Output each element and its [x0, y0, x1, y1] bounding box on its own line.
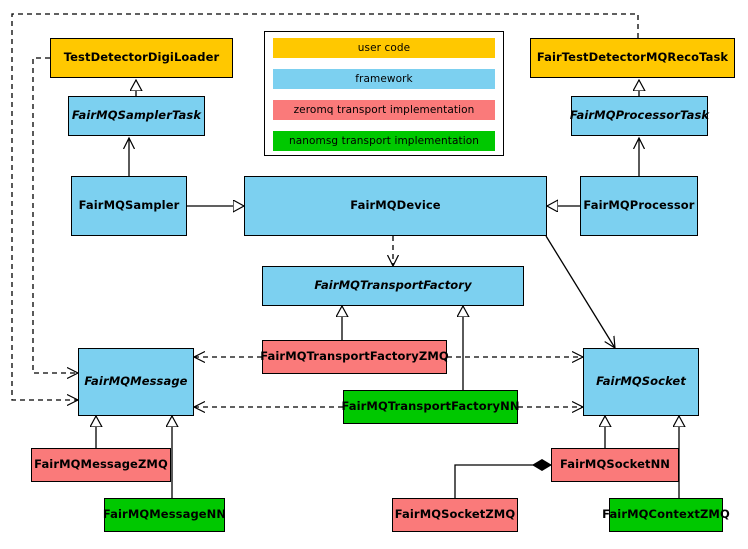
class-box-fairmqcontextzmq[interactable]: FairMQSocketZMQ [392, 498, 518, 532]
class-box-fairtestdetectormqrecotask[interactable]: FairTestDetectorMQRecoTask [530, 38, 735, 78]
legend-label-nanomsg: nanomsg transport implementation [288, 135, 480, 147]
class-label-fairtestdetectormqrecotask: FairTestDetectorMQRecoTask [536, 50, 729, 65]
edge-device-socket [545, 235, 615, 348]
class-box-fairmqsocketzmq[interactable]: FairMQSocketNN [551, 448, 679, 482]
class-label-fairmqsocketnn: FairMQContextZMQ [602, 507, 730, 522]
class-label-fairmqtransportfactoryzmq: FairMQTransportFactoryZMQ [260, 349, 449, 364]
class-label-fairmqprocessor: FairMQProcessor [583, 198, 695, 213]
class-label-fairmqtransportfactory: FairMQTransportFactory [314, 278, 472, 293]
class-label-fairmqtransportfactorynn: FairMQTransportFactoryNN [341, 399, 520, 414]
legend-label-zeromq: zeromq transport implementation [293, 104, 475, 116]
class-box-fairmqmessage[interactable]: FairMQMessage [78, 348, 194, 416]
class-label-fairmqmessagezmq: FairMQMessageZMQ [34, 457, 168, 472]
class-label-fairmqsamplertask: FairMQSamplerTask [71, 108, 202, 123]
class-box-fairmqtransportfactoryzmq[interactable]: FairMQTransportFactoryZMQ [260, 340, 449, 374]
legend-item-framework: framework [273, 69, 495, 89]
class-box-testdetectordigiloader[interactable]: TestDetectorDigiLoader [50, 38, 233, 78]
class-box-fairmqsamplertask[interactable]: FairMQSamplerTask [68, 96, 205, 136]
class-box-fairmqdevice[interactable]: FairMQDevice [244, 176, 547, 236]
class-box-fairmqtransportfactory[interactable]: FairMQTransportFactory [262, 266, 524, 306]
class-box-fairmqprocessor[interactable]: FairMQProcessor [580, 176, 698, 236]
class-label-fairmqmessage: FairMQMessage [84, 374, 188, 389]
legend-label-user-code: user code [357, 42, 411, 54]
class-label-fairmqdevice: FairMQDevice [350, 198, 441, 213]
class-label-fairmqprocessortask: FairMQProcessorTask [569, 108, 710, 123]
class-label-fairmqsampler: FairMQSampler [78, 198, 180, 213]
class-box-fairmqtransportfactorynn[interactable]: FairMQTransportFactoryNN [341, 390, 520, 424]
class-label-fairmqcontextzmq: FairMQSocketZMQ [394, 507, 516, 522]
class-box-fairmqsocketnn[interactable]: FairMQContextZMQ [602, 498, 730, 532]
class-label-fairmqsocket: FairMQSocket [596, 374, 686, 389]
edge-contextzmq-socketzmq [454, 465, 551, 498]
legend-panel: user code framework zeromq transport imp… [264, 31, 504, 156]
legend-item-user-code: user code [273, 38, 495, 58]
class-box-fairmqprocessortask[interactable]: FairMQProcessorTask [569, 96, 710, 136]
legend-item-nanomsg: nanomsg transport implementation [273, 131, 495, 151]
class-box-fairmqmessagezmq[interactable]: FairMQMessageZMQ [31, 448, 171, 482]
class-label-fairmqmessagenn: FairMQMessageNN [102, 507, 227, 522]
class-box-fairmqsocket[interactable]: FairMQSocket [583, 348, 699, 416]
legend-label-framework: framework [355, 73, 413, 85]
class-label-testdetectordigiloader: TestDetectorDigiLoader [63, 50, 220, 65]
class-box-fairmqmessagenn[interactable]: FairMQMessageNN [102, 498, 227, 532]
legend-item-zeromq: zeromq transport implementation [273, 100, 495, 120]
class-box-fairmqsampler[interactable]: FairMQSampler [71, 176, 187, 236]
class-label-fairmqsocketzmq: FairMQSocketNN [559, 457, 671, 472]
